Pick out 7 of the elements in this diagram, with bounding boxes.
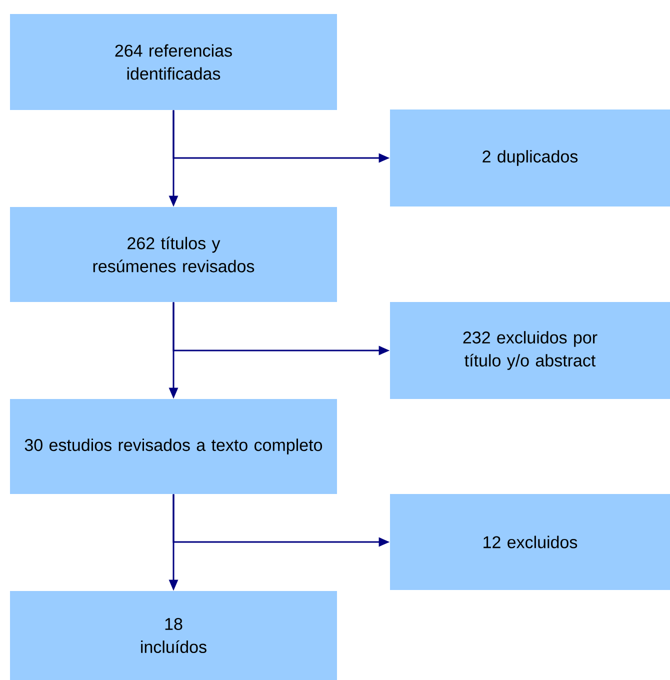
process-box: 30 estudios revisados a texto completo [10,399,337,494]
process-box: 18 incluídos [10,591,337,680]
process-box: 12 excluidos [390,494,670,590]
process-box: 264 referencias identificadas [10,14,337,110]
process-box: 232 excluidos por título y/o abstract [390,302,670,399]
process-box: 2 duplicados [390,110,670,206]
process-box: 262 títulos y resúmenes revisados [10,207,337,302]
